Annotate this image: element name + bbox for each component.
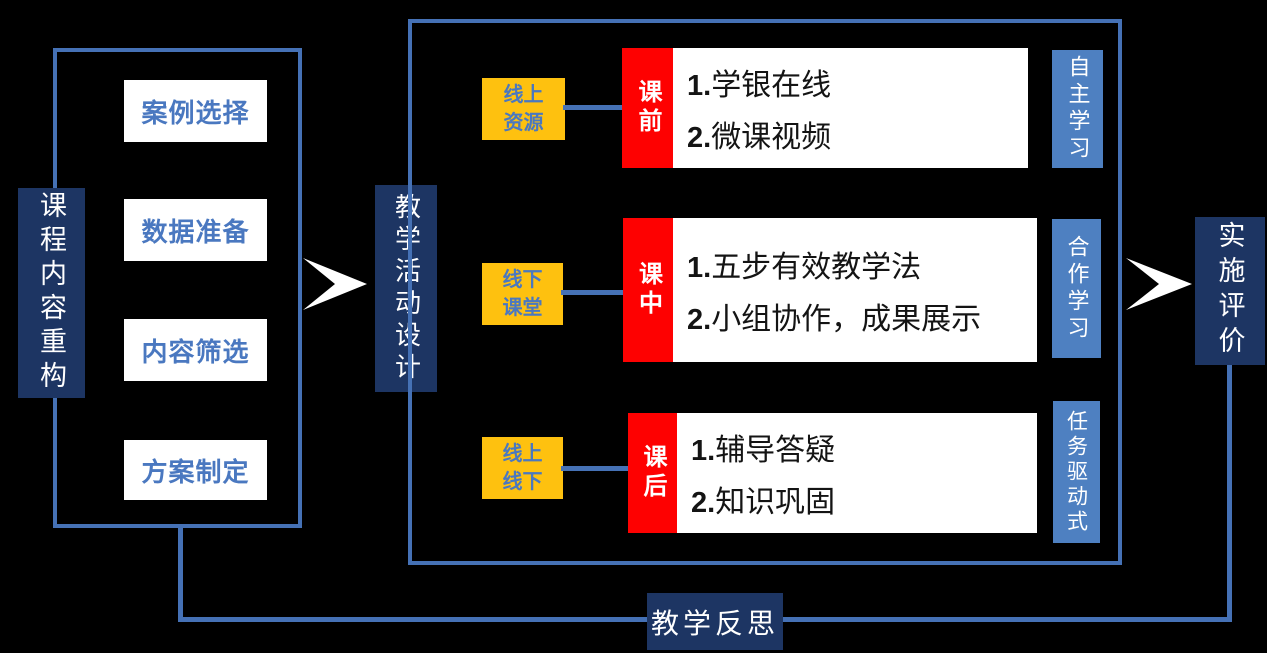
- feedback-line-left-horizontal: [178, 617, 649, 622]
- item-text: 微课视频: [711, 121, 832, 154]
- source-label-line2: 课堂: [502, 297, 543, 319]
- item-number: 1.: [687, 252, 712, 284]
- source-online-offline: 线上 线下: [482, 437, 563, 499]
- feedback-line-left-vertical: [178, 528, 183, 622]
- phase-after-class: 课后: [628, 413, 677, 533]
- connector-row1: [563, 105, 622, 110]
- item-text: 五步有效教学法: [711, 251, 922, 284]
- prep-step-data-preparation: 数据准备: [124, 199, 267, 261]
- mode-self-directed-learning: 自主学习: [1052, 50, 1103, 168]
- source-label-line1: 线下: [502, 269, 543, 291]
- activity-item: 2.知识巩固: [691, 477, 1037, 521]
- prep-step-plan-making: 方案制定: [124, 440, 267, 500]
- item-number: 2.: [687, 122, 712, 154]
- source-online-resources: 线上 资源: [482, 78, 565, 140]
- activity-item: 2.微课视频: [687, 112, 1028, 156]
- item-number: 2.: [687, 304, 712, 336]
- activities-after-class: 1.辅导答疑 2.知识巩固: [677, 413, 1037, 533]
- source-label-line2: 线下: [502, 471, 543, 493]
- activity-item: 1.辅导答疑: [691, 425, 1037, 469]
- item-text: 小组协作，成果展示: [711, 303, 982, 336]
- feedback-line-right-horizontal: [781, 617, 1231, 622]
- activity-item: 2.小组协作，成果展示: [687, 294, 1037, 338]
- source-label-line1: 线上: [503, 84, 544, 106]
- activities-in-class: 1.五步有效教学法 2.小组协作，成果展示: [673, 218, 1037, 362]
- connector-row3: [561, 466, 628, 471]
- source-offline-classroom: 线下 课堂: [482, 263, 563, 325]
- item-number: 1.: [687, 70, 712, 102]
- item-text: 学银在线: [711, 69, 832, 102]
- chevron-right-icon: [303, 258, 367, 310]
- activity-item: 1.学银在线: [687, 60, 1028, 104]
- item-number: 2.: [691, 487, 716, 519]
- stage-implementation-evaluation: 实施评价: [1195, 217, 1265, 365]
- chevron-right-icon: [1126, 258, 1192, 310]
- item-text: 知识巩固: [715, 486, 836, 519]
- stage-course-content-restructure: 课程内容重构: [18, 188, 85, 398]
- item-text: 辅导答疑: [715, 434, 836, 467]
- prep-step-case-selection: 案例选择: [124, 80, 267, 142]
- activity-design-frame: [408, 19, 1122, 565]
- activities-before-class: 1.学银在线 2.微课视频: [673, 48, 1028, 168]
- item-number: 1.: [691, 435, 716, 467]
- activity-item: 1.五步有效教学法: [687, 242, 1037, 286]
- source-label-line2: 资源: [503, 112, 544, 134]
- source-label-line1: 线上: [502, 443, 543, 465]
- phase-before-class: 课前: [622, 48, 673, 168]
- phase-in-class: 课中: [623, 218, 673, 362]
- prep-step-content-filtering: 内容筛选: [124, 319, 267, 381]
- feedback-line-right-vertical: [1227, 365, 1232, 622]
- stage-teaching-activity-design: 教学活动设计: [375, 185, 437, 392]
- connector-row2: [561, 290, 623, 295]
- stage-teaching-reflection: 教学反思: [647, 593, 783, 650]
- mode-task-driven: 任务驱动式: [1053, 401, 1100, 543]
- mode-cooperative-learning: 合作学习: [1052, 219, 1101, 358]
